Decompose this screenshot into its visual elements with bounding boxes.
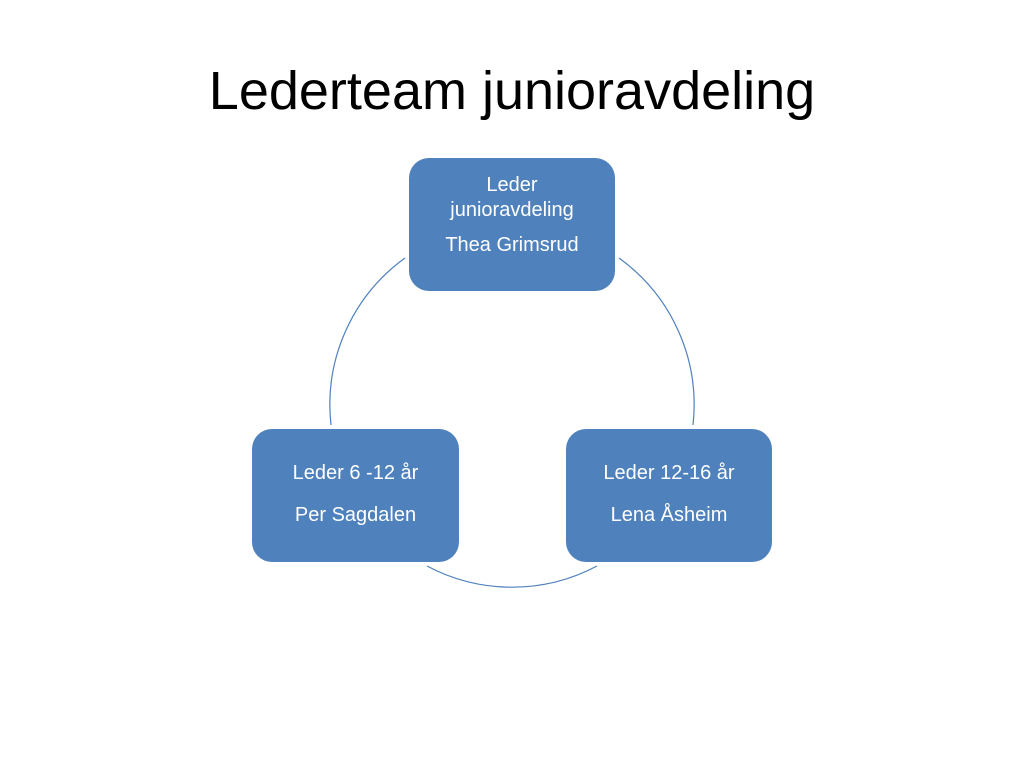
node-role: Leder 6 -12 år: [292, 462, 419, 484]
cycle-arc-right: [618, 257, 695, 426]
cycle-arc-left: [329, 257, 406, 426]
node-person: Thea Grimsrud: [445, 234, 579, 256]
node-person: Per Sagdalen: [294, 504, 417, 526]
node-leder-12-16: Leder 12-16 år Lena Åsheim: [566, 429, 772, 562]
node-leder-6-12: Leder 6 -12 år Per Sagdalen: [252, 429, 459, 562]
cycle-arc-bottom: [426, 565, 598, 588]
node-leder-junioravdeling: Leder junioravdeling Thea Grimsrud: [409, 158, 615, 291]
slide-title: Lederteam junioravdeling: [208, 61, 816, 121]
node-person: Lena Åsheim: [610, 504, 728, 526]
node-role: Leder 12-16 år: [603, 462, 735, 484]
node-role: Leder junioravdeling: [450, 174, 574, 221]
